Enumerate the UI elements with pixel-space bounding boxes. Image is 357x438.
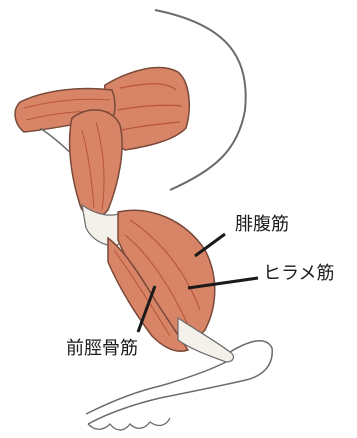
foot-lower-outline bbox=[86, 362, 226, 414]
tibialis-anterior-label: 前脛骨筋 bbox=[66, 340, 138, 358]
soleus-label: ヒラメ筋 bbox=[263, 265, 334, 283]
gastrocnemius-label: 腓腹筋 bbox=[235, 216, 289, 234]
toe-digits bbox=[88, 418, 170, 430]
femoral-muscle bbox=[70, 110, 123, 217]
